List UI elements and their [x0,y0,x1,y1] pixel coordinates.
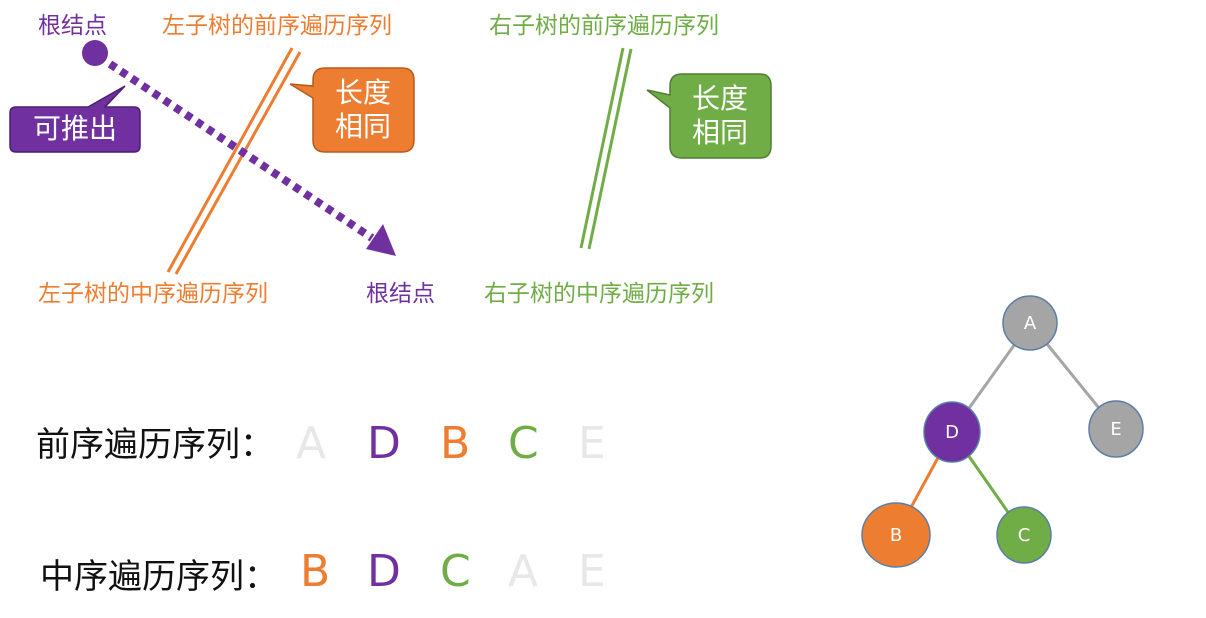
derivable-callout: 可推出 [15,112,135,146]
green-same-length-callout-shape [646,73,772,159]
orange-same-length-callout-shape [289,67,415,153]
tree-node-d: D [923,401,981,463]
right-preorder-label: 右子树的前序遍历序列 [489,13,719,39]
tree-node-b: B [861,502,931,568]
tree-node-label: C [1018,525,1031,546]
tree-node-circle [1002,295,1058,351]
orange-same-length-callout: 长度 相同 [313,76,413,144]
preorder-sequence-label: 前序遍历序列： [36,425,274,465]
tree-node-circle [996,506,1052,564]
inorder-letter: A [508,546,539,597]
derivable-callout-text: 可推出 [32,112,117,145]
inorder-letter: C [440,546,471,597]
root-label-bottom: 根结点 [366,281,435,307]
tree-node-c: C [996,506,1052,564]
root-dot-icon [82,40,108,66]
tree-node-a: A [1002,295,1058,351]
tree-node-label: B [890,525,902,546]
tree-node-e: E [1088,400,1144,458]
arrow-head-icon [366,224,396,256]
right-inorder-label: 右子树的中序遍历序列 [484,281,714,307]
inorder-letter: E [578,546,606,597]
green-callout-line-1: 长度 [691,82,748,115]
orange-callout-line-1: 长度 [334,76,391,109]
tree-node-label: E [1110,419,1121,440]
preorder-letter: B [440,418,471,469]
green-same-length-callout: 长度 相同 [670,82,770,150]
derivable-callout-shape [9,85,141,153]
tree-node-circle [861,502,931,568]
tree-node-circle [1088,400,1144,458]
inorder-sequence-label: 中序遍历序列： [40,557,278,597]
root-label-top: 根结点 [38,13,107,39]
tree-node-label: D [945,422,959,443]
preorder-letter: D [367,418,401,469]
tree-node-circle [923,401,981,463]
orange-callout-line-2: 相同 [334,110,391,143]
preorder-letter: C [508,418,539,469]
left-inorder-label: 左子树的中序遍历序列 [38,281,268,307]
inorder-letter: D [367,546,401,597]
tree-node-label: A [1024,313,1037,334]
left-preorder-label: 左子树的前序遍历序列 [162,13,392,39]
preorder-letter: E [578,418,606,469]
preorder-letter: A [296,418,327,469]
inorder-letter: B [300,546,331,597]
orange-length-link [166,47,302,275]
green-callout-line-2: 相同 [691,116,748,149]
green-length-link [579,47,633,250]
root-derive-arrow [107,60,375,242]
